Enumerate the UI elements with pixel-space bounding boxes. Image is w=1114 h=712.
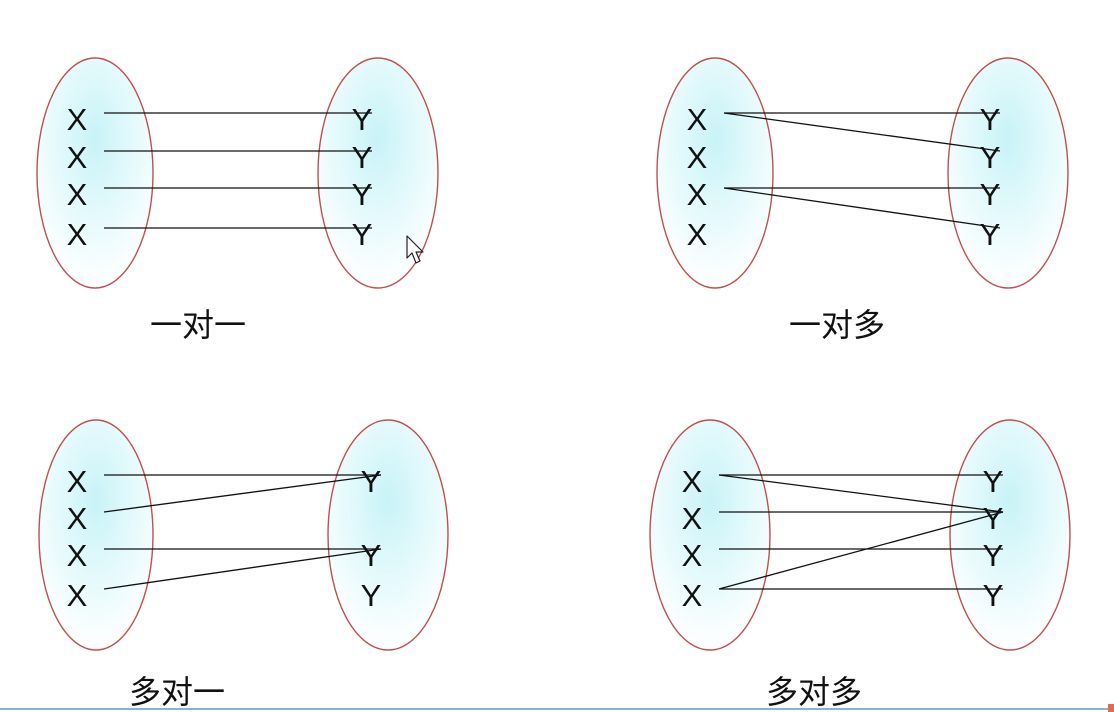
domain-element-x: X: [67, 464, 88, 499]
domain-element-x: X: [687, 177, 708, 212]
mapping-line: [723, 112, 1001, 152]
codomain-element-y: Y: [352, 217, 373, 252]
domain-element-x: X: [682, 464, 703, 499]
codomain-element-y: Y: [352, 177, 373, 212]
domain-element-x: X: [67, 217, 88, 252]
mapping-line: [718, 474, 1004, 513]
domain-element-x: X: [67, 102, 88, 137]
codomain-element-y: Y: [980, 217, 1001, 252]
codomain-element-y: Y: [983, 501, 1004, 536]
domain-element-x: X: [687, 102, 708, 137]
mapping-line: [103, 548, 382, 590]
codomain-element-y: Y: [983, 538, 1004, 573]
mapping-line: [718, 511, 1004, 590]
domain-set-ellipse: [36, 57, 154, 289]
codomain-set-ellipse: [949, 419, 1071, 651]
codomain-element-y: Y: [983, 578, 1004, 613]
mapping-line: [723, 187, 1001, 229]
codomain-element-y: Y: [980, 102, 1001, 137]
domain-element-x: X: [67, 140, 88, 175]
codomain-element-y: Y: [980, 177, 1001, 212]
codomain-element-y: Y: [361, 578, 382, 613]
domain-element-x: X: [682, 538, 703, 573]
codomain-element-y: Y: [361, 464, 382, 499]
domain-element-x: X: [687, 217, 708, 252]
codomain-element-y: Y: [352, 102, 373, 137]
mapping-caption: 一对多: [789, 306, 885, 344]
domain-set-ellipse: [649, 419, 771, 651]
domain-set-ellipse: [656, 57, 774, 289]
domain-element-x: X: [67, 501, 88, 536]
mapping-caption: 多对一: [129, 673, 225, 711]
domain-element-x: X: [67, 177, 88, 212]
slide-bottom-rule: [0, 708, 1114, 710]
domain-element-x: X: [67, 538, 88, 573]
mapping-caption: 多对多: [766, 673, 862, 711]
mouse-pointer-icon: [406, 235, 424, 264]
codomain-set-ellipse: [327, 419, 449, 651]
domain-element-x: X: [67, 578, 88, 613]
codomain-element-y: Y: [352, 140, 373, 175]
domain-element-x: X: [682, 501, 703, 536]
codomain-set-ellipse: [947, 57, 1069, 289]
codomain-element-y: Y: [361, 538, 382, 573]
domain-element-x: X: [687, 140, 708, 175]
corner-marker: [1108, 704, 1114, 712]
mapping-caption: 一对一: [150, 306, 246, 344]
domain-element-x: X: [682, 578, 703, 613]
mapping-line: [103, 474, 382, 513]
codomain-element-y: Y: [983, 464, 1004, 499]
domain-set-ellipse: [38, 419, 154, 651]
codomain-set-ellipse: [317, 57, 439, 289]
codomain-element-y: Y: [980, 140, 1001, 175]
